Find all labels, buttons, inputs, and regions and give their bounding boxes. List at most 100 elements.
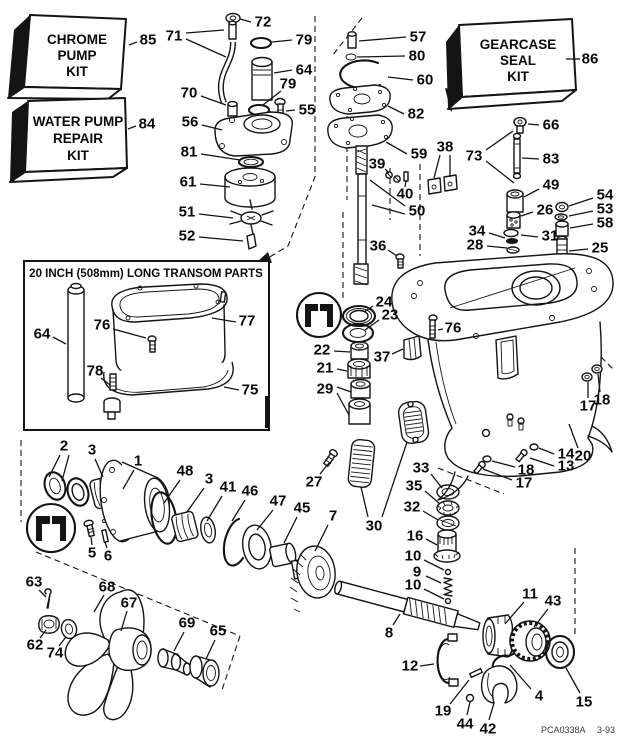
leader-line bbox=[199, 183, 231, 188]
callout-26: 26 bbox=[520, 202, 553, 219]
part-label-34: 34 bbox=[469, 223, 486, 240]
callout-23: 23 bbox=[364, 307, 398, 331]
leader-line bbox=[173, 631, 185, 652]
callout-86: 86 bbox=[566, 51, 598, 68]
callout-53: 53 bbox=[568, 201, 613, 218]
callout-76: 76 bbox=[94, 317, 147, 339]
part-label-5: 5 bbox=[88, 545, 96, 562]
leader-line bbox=[485, 130, 514, 151]
leader-line bbox=[285, 109, 296, 112]
leader-line bbox=[61, 454, 70, 482]
bearing-3b bbox=[171, 510, 199, 543]
part-label-6: 6 bbox=[104, 548, 112, 565]
part-label-39: 39 bbox=[369, 156, 386, 173]
callout-64: 64 bbox=[34, 326, 67, 345]
part-label-13: 13 bbox=[558, 458, 575, 475]
fitting-66 bbox=[513, 116, 527, 134]
leader-line bbox=[336, 368, 348, 372]
part-label-24: 24 bbox=[376, 294, 393, 311]
callout-12: 12 bbox=[402, 658, 435, 675]
leader-line bbox=[201, 124, 223, 131]
snap-ring-46 bbox=[222, 517, 245, 567]
propeller-group bbox=[38, 588, 220, 721]
leader-line bbox=[509, 664, 532, 690]
leader-line bbox=[185, 29, 225, 34]
leader-line bbox=[527, 123, 540, 126]
part-label-21: 21 bbox=[317, 360, 334, 377]
detent-ball-10b bbox=[444, 597, 452, 605]
callout-70: 70 bbox=[181, 85, 227, 106]
callout-3: 3 bbox=[88, 442, 104, 478]
kit-title-line: KIT bbox=[67, 148, 90, 163]
impeller-cup-61 bbox=[224, 167, 276, 208]
clutch-dog-11 bbox=[482, 614, 514, 658]
screw-17 bbox=[473, 460, 486, 475]
callout-52: 52 bbox=[179, 228, 244, 245]
water-pump-stack bbox=[214, 12, 294, 250]
callout-42: 42 bbox=[480, 702, 496, 738]
callout-37: 37 bbox=[374, 348, 404, 366]
bushing-58 bbox=[555, 220, 569, 237]
callout-9: 9 bbox=[413, 564, 442, 584]
part-label-51: 51 bbox=[179, 204, 196, 221]
part-label-65: 65 bbox=[210, 623, 227, 640]
leader-line bbox=[163, 479, 181, 504]
stud-and-bolt-78 bbox=[103, 373, 121, 420]
part-label-1: 1 bbox=[134, 453, 142, 470]
part-label-70: 70 bbox=[181, 85, 198, 102]
leader-line bbox=[271, 39, 293, 43]
part-label-8: 8 bbox=[385, 625, 393, 642]
water-screen-upper bbox=[397, 400, 430, 445]
callout-68: 68 bbox=[93, 579, 115, 613]
impeller-key-52 bbox=[246, 233, 257, 250]
bushings-29 bbox=[348, 378, 371, 425]
callout-72: 72 bbox=[239, 14, 271, 31]
washer-53 bbox=[554, 213, 568, 221]
leader-line bbox=[333, 350, 351, 353]
thrust-washer-47 bbox=[241, 524, 273, 570]
callout-69: 69 bbox=[173, 615, 195, 652]
part-label-82: 82 bbox=[408, 106, 425, 123]
propshaft-group bbox=[334, 580, 576, 704]
leader-line bbox=[314, 524, 329, 552]
part-label-77: 77 bbox=[239, 313, 256, 330]
leader-line bbox=[198, 213, 234, 219]
part-label-14: 14 bbox=[558, 446, 575, 463]
leader-line bbox=[273, 69, 293, 74]
leader-line bbox=[94, 458, 104, 478]
leader-line bbox=[424, 490, 441, 505]
bolt-76-gearcase bbox=[428, 314, 438, 339]
callout-76: 76 bbox=[437, 320, 461, 337]
brand-logo-icon bbox=[295, 291, 343, 339]
part-label-61: 61 bbox=[180, 174, 197, 191]
callout-50: 50 bbox=[369, 179, 425, 220]
leader-line bbox=[206, 495, 223, 522]
plate-82 bbox=[329, 84, 391, 115]
callout-45: 45 bbox=[283, 500, 310, 544]
callout-40: 40 bbox=[397, 180, 413, 203]
leader-line bbox=[223, 386, 240, 391]
bushing-45 bbox=[269, 542, 297, 568]
gasket-81 bbox=[237, 155, 265, 169]
cotter-pin-63 bbox=[44, 588, 52, 609]
leader-line bbox=[122, 469, 135, 490]
bearing-carrier-group bbox=[25, 459, 336, 613]
leader-line bbox=[239, 18, 252, 23]
kit-title-line: WATER PUMP bbox=[33, 114, 124, 129]
callout-64: 64 bbox=[273, 62, 313, 79]
washer-33 bbox=[436, 484, 460, 500]
leader-line bbox=[256, 509, 274, 531]
callout-51: 51 bbox=[179, 204, 234, 221]
part-label-30: 30 bbox=[366, 518, 383, 535]
leader-line bbox=[387, 249, 398, 257]
strut-window bbox=[495, 335, 519, 380]
washer-18 bbox=[482, 455, 492, 463]
leader-line bbox=[391, 348, 404, 355]
callout-22: 22 bbox=[314, 342, 351, 359]
callout-36: 36 bbox=[370, 238, 398, 257]
leader-line bbox=[336, 392, 350, 416]
screws-39 bbox=[385, 171, 401, 183]
kit-title-line: PUMP bbox=[57, 48, 96, 63]
leader-line bbox=[392, 613, 401, 626]
washer-32 bbox=[436, 515, 460, 531]
